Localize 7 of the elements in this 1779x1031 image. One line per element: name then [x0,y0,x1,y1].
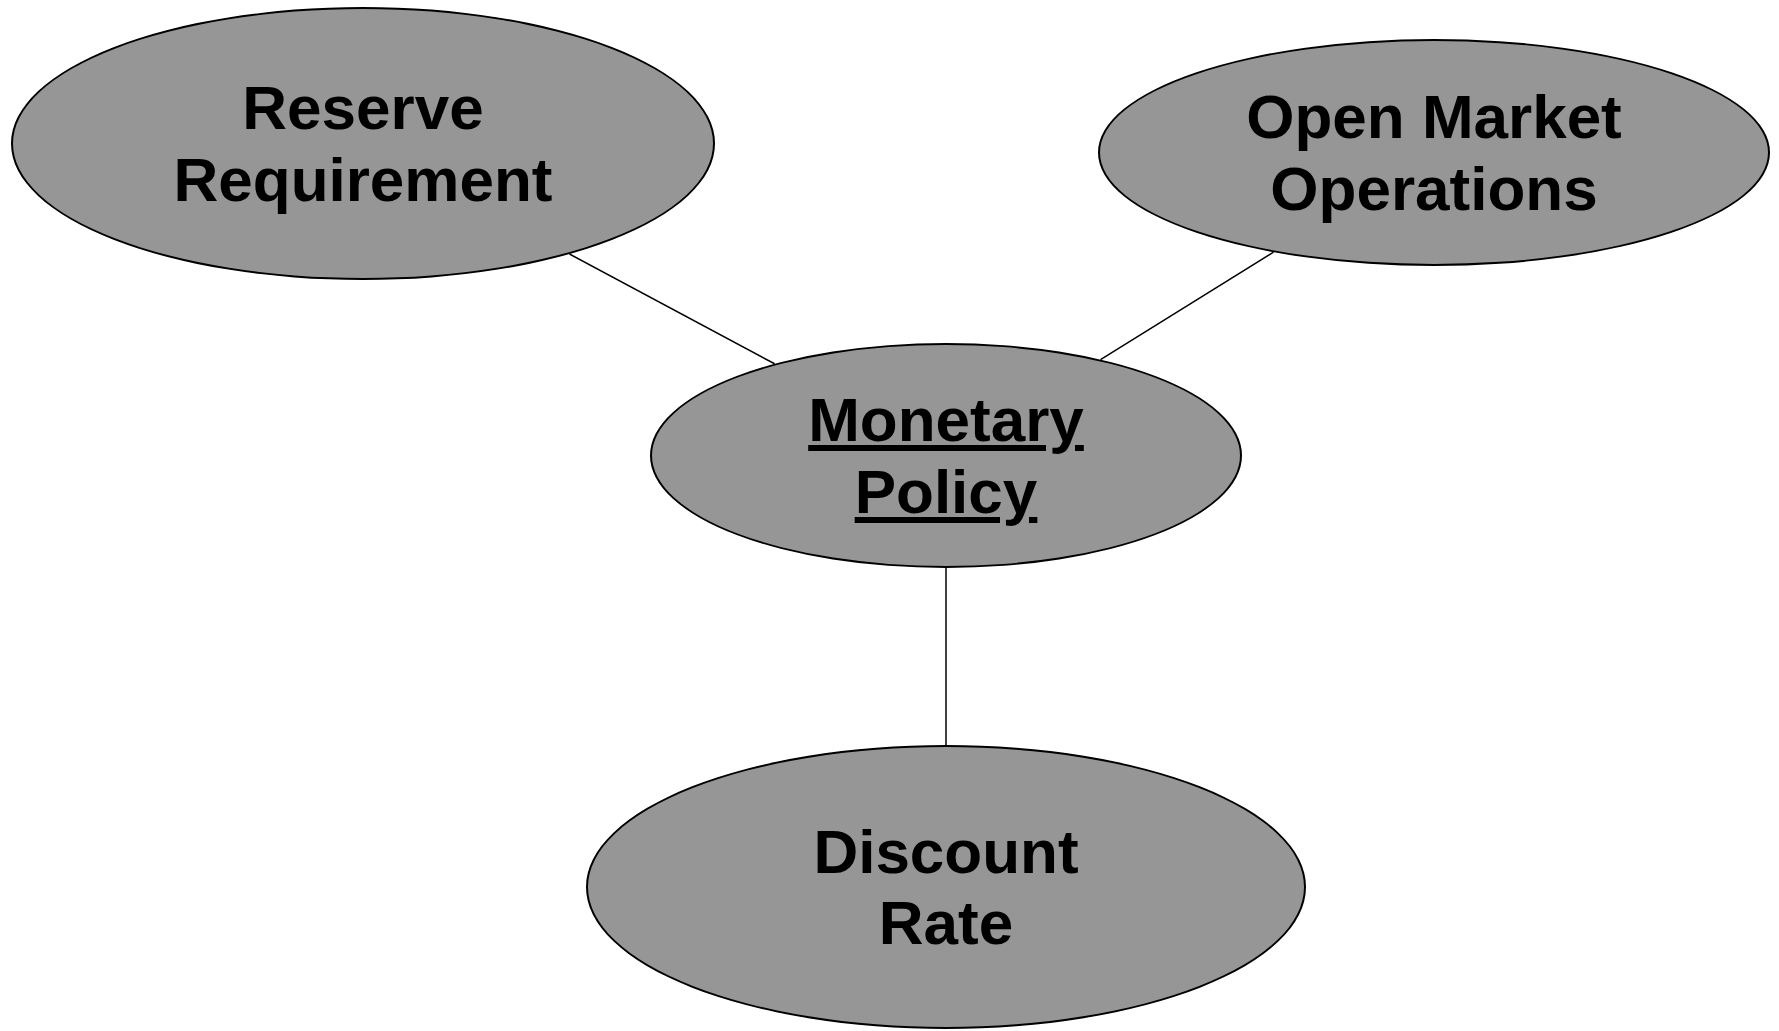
connector-line [945,567,947,746]
node-label: Monetary Policy [807,384,1085,527]
connector-line [1099,251,1275,361]
node-label: Reserve Requirement [172,72,554,215]
connector-line [568,253,776,365]
node-label: Open Market Operations [1245,81,1623,224]
node-label: Discount Rate [812,815,1080,959]
